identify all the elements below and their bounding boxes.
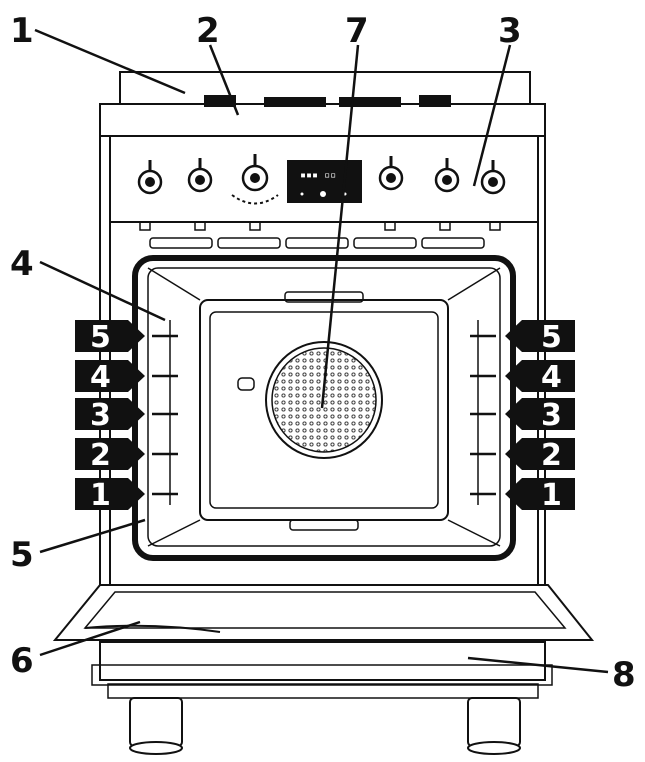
shelf-tag-left-label: 2 [90, 438, 111, 473]
control-panel: ▪▪▪ ▫▫ [109, 135, 539, 231]
callout-1: 1 [10, 11, 34, 51]
callout-labels: 1 2 3 4 5 6 7 8 [10, 11, 636, 695]
shelf-tag-left-3 [75, 398, 145, 430]
oven-cavity [132, 255, 516, 561]
shelf-tag-right-3 [505, 398, 575, 430]
shelf-tag-left-label: 4 [90, 360, 111, 395]
shelf-rails-left [152, 320, 178, 505]
shelf-tag-left-5 [75, 320, 145, 352]
shelf-tag-right-4 [505, 360, 575, 392]
shelf-tag-right-label: 5 [541, 320, 562, 355]
shelf-tag-right-5 [505, 320, 575, 352]
callout-6: 6 [10, 641, 34, 681]
shelf-tag-right-label: 1 [541, 478, 562, 513]
callout-7: 7 [345, 11, 369, 51]
shelf-tags-left: 5 4 3 2 1 [75, 320, 145, 513]
shelf-tag-left-label: 3 [90, 398, 111, 433]
callout-8: 8 [612, 655, 636, 695]
shelf-rails-right [470, 320, 496, 505]
storage-drawer [91, 641, 553, 699]
oven-feet [129, 697, 521, 755]
shelf-tag-right-label: 2 [541, 438, 562, 473]
shelf-tag-left-label: 1 [90, 478, 111, 513]
leader-lines [34, 28, 609, 674]
oven-door [52, 584, 595, 641]
callout-5: 5 [10, 535, 34, 575]
shelf-tag-left-4 [75, 360, 145, 392]
shelf-tag-left-label: 5 [90, 320, 111, 355]
shelf-tag-left-1 [75, 478, 145, 510]
shelf-tag-left-2 [75, 438, 145, 470]
shelf-tag-right-2 [505, 438, 575, 470]
shelf-tags-right: 5 4 3 2 1 [505, 320, 575, 513]
hob-top [99, 71, 546, 137]
shelf-tag-right-label: 3 [541, 398, 562, 433]
shelf-tag-right-1 [505, 478, 575, 510]
shelf-tag-right-label: 4 [541, 360, 562, 395]
svg-text:▪▪▪ ▫▫: ▪▪▪ ▫▫ [300, 170, 336, 181]
callout-3: 3 [498, 11, 522, 51]
callout-4: 4 [10, 244, 34, 284]
callout-2: 2 [196, 11, 220, 51]
